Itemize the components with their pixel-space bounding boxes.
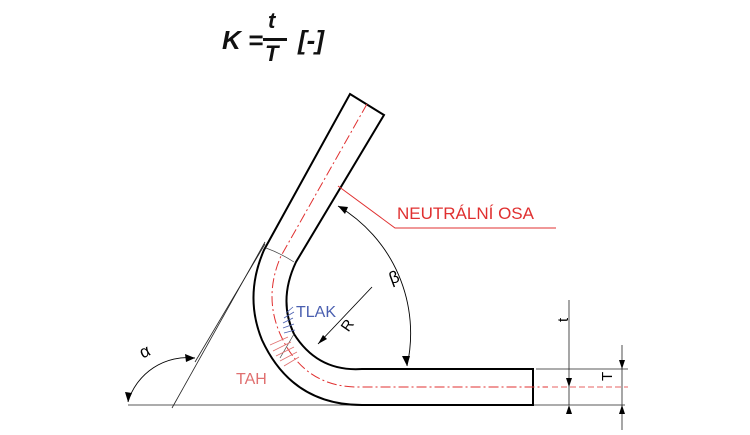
big-t-arrow-bottom [619, 405, 625, 414]
small-t-arrow-top [566, 378, 572, 387]
formula-lhs: K = [222, 25, 264, 55]
radius-arrowhead [318, 335, 327, 344]
formula-denominator: T [265, 41, 279, 66]
neutral-axis-leader [337, 185, 556, 229]
k-factor-formula: K = t T [-] [222, 6, 362, 68]
tension-label: TAH [236, 371, 267, 388]
radius-line [317, 286, 373, 345]
neutral-axis-label: NEUTRÁLNÍ OSA [397, 204, 535, 223]
inner-bend-guide-lower [279, 333, 295, 359]
formula-numerator: t [268, 8, 276, 33]
compression-hatch [282, 306, 296, 334]
formula-unit: [-] [298, 25, 324, 55]
big-t-arrow-top [619, 360, 625, 369]
inner-bend-guide [265, 247, 295, 263]
alpha-arrow-left [125, 392, 132, 402]
fraction-bar [263, 38, 287, 41]
alpha-arc [127, 357, 196, 403]
small-t-arrow-bottom [566, 405, 572, 414]
alpha-extension-line [194, 243, 266, 363]
compression-label: TLAK [296, 304, 336, 321]
beta-arrow-bottom [402, 356, 410, 366]
radius-label: R [338, 316, 358, 335]
small-t-label: t [555, 317, 572, 322]
neutral-axis-line [271, 103, 548, 388]
alpha-arrow-right [185, 354, 195, 362]
beta-arc [337, 205, 412, 367]
alpha-label: α [136, 341, 153, 362]
big-t-label: T [599, 372, 616, 381]
plate-outline [252, 92, 534, 406]
beta-arrow-top [338, 206, 348, 214]
tension-hatch [269, 336, 300, 367]
